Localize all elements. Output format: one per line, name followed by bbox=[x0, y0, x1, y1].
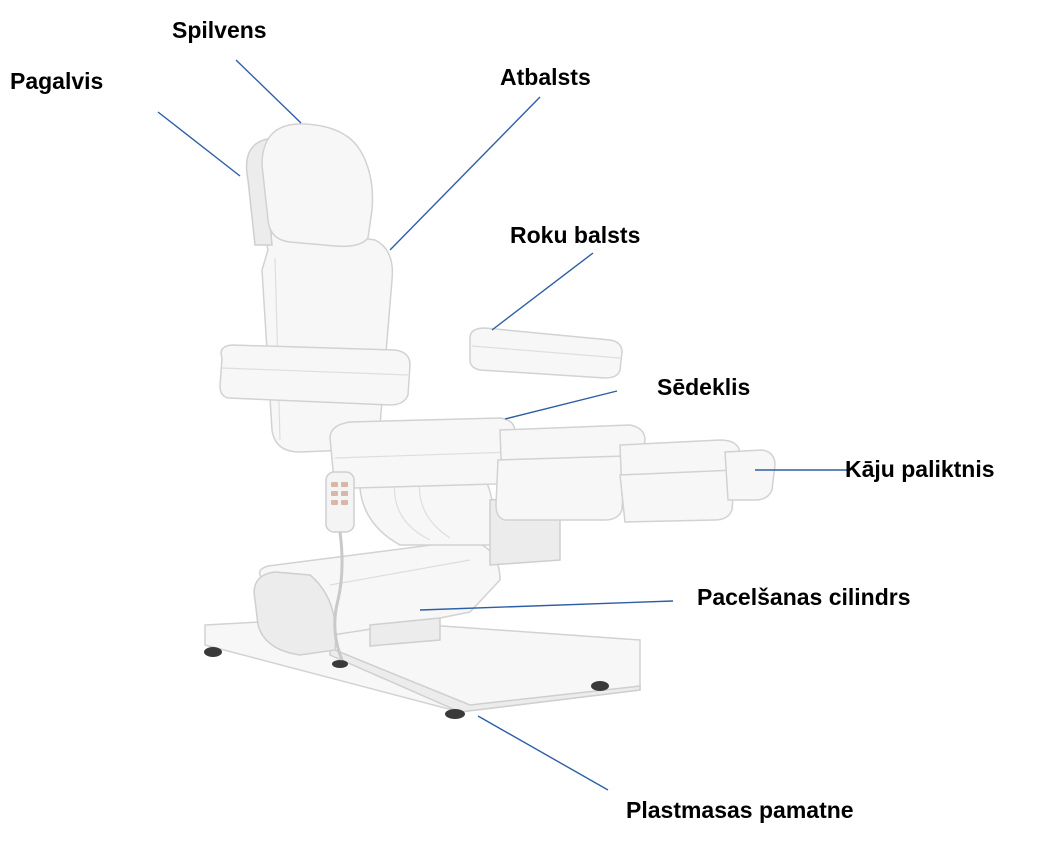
label-sedeklis: Sēdeklis bbox=[657, 376, 750, 399]
armrest-right bbox=[470, 328, 622, 378]
leg-rest bbox=[496, 425, 775, 522]
label-atbalsts: Atbalsts bbox=[500, 66, 591, 89]
label-pacelsanas-cilindrs: Pacelšanas cilindrs bbox=[697, 586, 911, 609]
label-spilvens: Spilvens bbox=[172, 19, 267, 42]
leader-pagalvis bbox=[158, 112, 240, 176]
armrest-left bbox=[220, 345, 410, 405]
leader-roku-balsts bbox=[492, 253, 593, 330]
leader-plastmasas-pamatne bbox=[478, 716, 608, 790]
leader-spilvens bbox=[236, 60, 301, 123]
leader-sedeklis bbox=[505, 391, 617, 419]
label-pagalvis: Pagalvis bbox=[10, 70, 103, 93]
seat bbox=[330, 418, 515, 488]
label-kaju-paliktnis: Kāju paliktnis bbox=[845, 458, 995, 481]
label-roku-balsts: Roku balsts bbox=[510, 224, 640, 247]
backrest bbox=[262, 228, 392, 452]
label-plastmasas-pamatne: Plastmasas pamatne bbox=[626, 799, 854, 822]
headrest bbox=[247, 124, 373, 246]
